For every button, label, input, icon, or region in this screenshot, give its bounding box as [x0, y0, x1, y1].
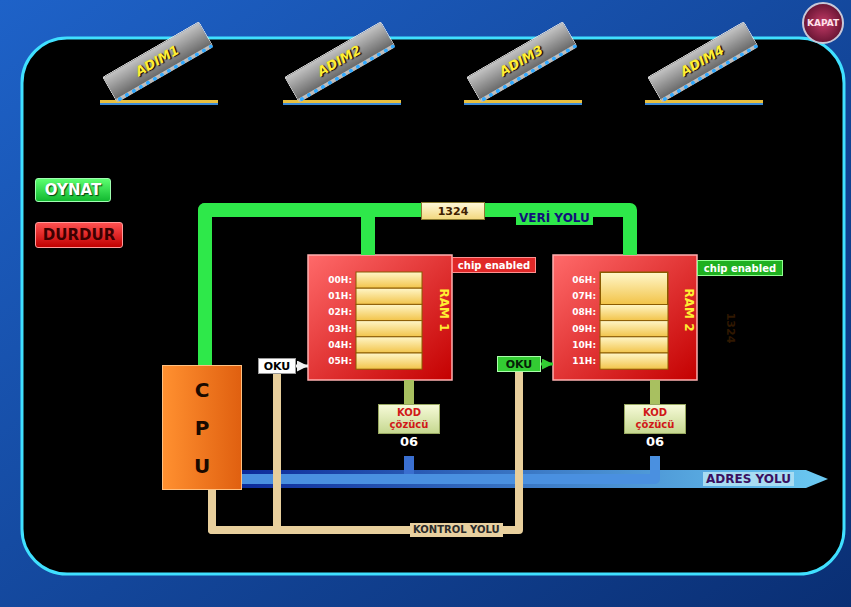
memory-cells — [356, 272, 668, 369]
memory-address: 11H: — [566, 354, 596, 368]
play-button: OYNAT — [35, 178, 111, 202]
memory-cell — [356, 337, 422, 353]
node-text: RAM 1 — [437, 289, 451, 332]
bus-value: 1324 — [421, 202, 485, 220]
step-chip: ADIM3 — [466, 21, 578, 103]
memory-address: 03H: — [322, 322, 352, 336]
control-bus — [212, 372, 519, 530]
node-text: ADIM2 — [315, 42, 364, 79]
memory-cell — [600, 304, 668, 320]
memory-cell — [600, 337, 668, 353]
node-text: 1324 — [438, 205, 469, 218]
stop-button: DURDUR — [35, 222, 123, 248]
ram-decoder-link — [404, 380, 414, 404]
close-logo: KAPAT — [802, 2, 844, 44]
node-text: KOD çözücü — [624, 404, 686, 434]
step-chip: ADIM4 — [647, 21, 759, 103]
node-text: ADIM3 — [497, 42, 546, 79]
underline — [464, 103, 582, 105]
node-text: OKU — [506, 358, 533, 371]
memory-cell — [356, 304, 422, 320]
node-text: OYNAT — [45, 181, 101, 199]
data-bus — [205, 210, 368, 365]
node-text: 1324 — [723, 313, 737, 344]
step-chip: ADIM1 — [102, 21, 214, 103]
memory-address: 06H: — [566, 273, 596, 287]
node-text: RAM 2 — [682, 289, 696, 332]
memory-address: 07H: — [566, 289, 596, 303]
memory-address: 04H: — [322, 338, 352, 352]
address-bus — [242, 456, 655, 479]
underline — [283, 103, 401, 105]
panel — [22, 38, 844, 574]
memory-cell: 1324 — [600, 272, 668, 305]
memory-cell — [600, 321, 668, 337]
read-arrow — [296, 365, 308, 368]
node-text: chip enabled — [458, 260, 530, 271]
underline — [100, 103, 218, 105]
data-bus — [205, 210, 630, 365]
node-subtext: 06 — [646, 434, 664, 450]
memory-cell — [356, 272, 422, 288]
bus-name: VERİ YOLU — [516, 211, 593, 225]
ram-body — [553, 255, 697, 380]
bus-name: ADRES YOLU — [703, 472, 794, 486]
node-text: ADIM1 — [133, 42, 182, 79]
node-text: ADIM4 — [678, 42, 727, 79]
ram-decoder-link — [650, 380, 660, 404]
memory-address: 08H: — [566, 305, 596, 319]
node-text: chip enabled — [704, 263, 776, 274]
read-signal: OKU — [497, 356, 541, 372]
underline — [645, 103, 763, 105]
node-text: C P U — [192, 371, 212, 485]
read-arrow — [541, 363, 553, 366]
node-text: KAPAT — [807, 18, 839, 28]
memory-cell — [356, 321, 422, 337]
step-chip: ADIM2 — [284, 21, 396, 103]
memory-address: 01H: — [322, 289, 352, 303]
chip-enable-tag: chip enabled — [452, 257, 536, 273]
memory-cell — [600, 353, 668, 369]
memory-address: 00H: — [322, 273, 352, 287]
node-text: DURDUR — [43, 226, 115, 244]
node-text: OKU — [264, 360, 291, 373]
cpu-block: C P U — [162, 365, 242, 490]
decoder-box: KOD çözücü06 — [376, 404, 442, 456]
bus-name: KONTROL YOLU — [410, 523, 503, 537]
node-text: KOD çözücü — [378, 404, 440, 434]
read-signal: OKU — [258, 358, 296, 374]
decoder-box: KOD çözücü06 — [622, 404, 688, 456]
chip-enable-tag: chip enabled — [697, 260, 783, 276]
memory-cell — [356, 353, 422, 369]
memory-address: 10H: — [566, 338, 596, 352]
memory-address: 09H: — [566, 322, 596, 336]
ram-body — [308, 255, 452, 380]
memory-cell — [356, 288, 422, 304]
memory-address: 05H: — [322, 354, 352, 368]
memory-address: 02H: — [322, 305, 352, 319]
node-subtext: 06 — [400, 434, 418, 450]
